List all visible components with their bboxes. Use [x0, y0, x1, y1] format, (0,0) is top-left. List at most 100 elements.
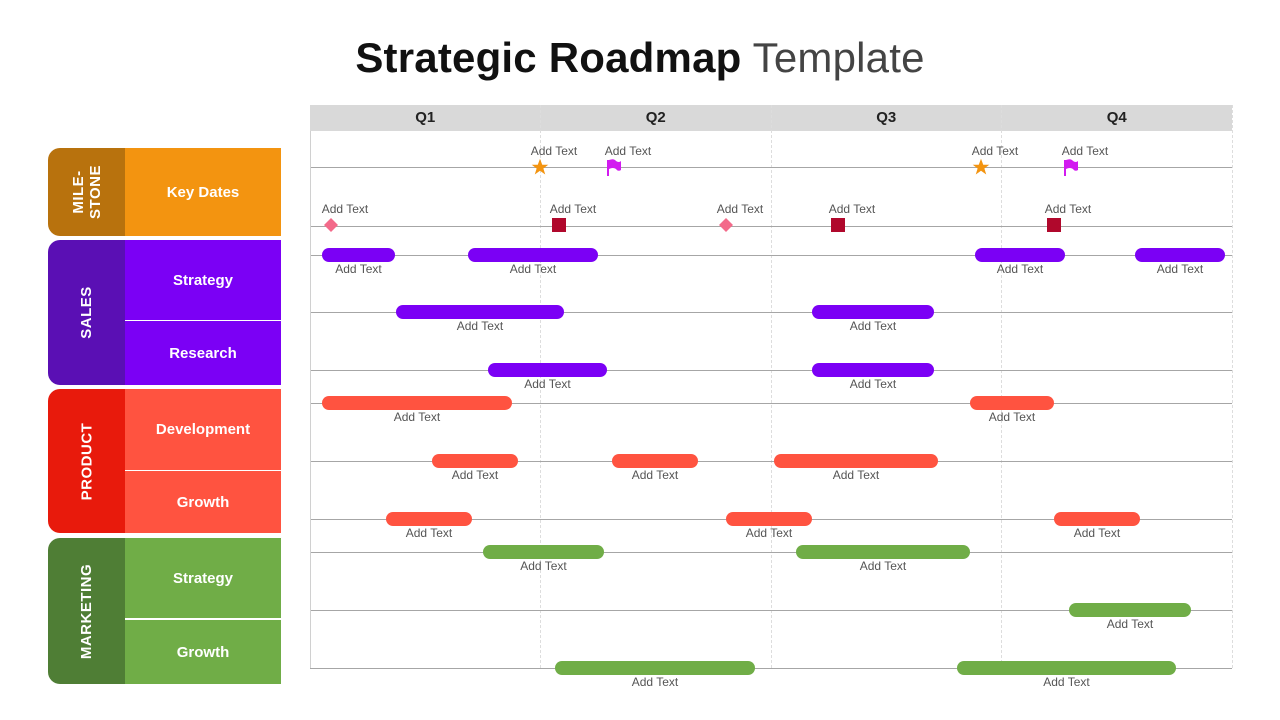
bar-label[interactable]: Add Text: [631, 468, 679, 482]
row-line: [310, 226, 1232, 227]
quarter-q2: Q2: [645, 109, 666, 126]
category-product: PRODUCT: [48, 389, 125, 533]
marketing-timeline-bar[interactable]: [796, 545, 970, 559]
page-title: Strategic Roadmap Template: [0, 34, 1280, 82]
marketing-timeline-bar[interactable]: [957, 661, 1176, 675]
category-milestone-label: MILE- STONE: [69, 165, 104, 219]
diamond-icon[interactable]: [719, 218, 733, 237]
row-line: [310, 167, 1232, 168]
bar-label[interactable]: Add Text: [1156, 262, 1204, 276]
row-line: [310, 403, 1232, 404]
product-timeline-bar[interactable]: [774, 454, 938, 468]
product-timeline-bar[interactable]: [432, 454, 518, 468]
row-line: [310, 461, 1232, 462]
milestone-label[interactable]: Add Text: [971, 144, 1019, 158]
milestone-label[interactable]: Add Text: [604, 144, 652, 158]
milestone-label[interactable]: Add Text: [1044, 202, 1092, 216]
marketing-timeline-bar[interactable]: [1069, 603, 1191, 617]
row-label: Growth: [176, 493, 230, 511]
milestone-label[interactable]: Add Text: [530, 144, 578, 158]
row-line: [310, 668, 1232, 669]
marketing-timeline-bar[interactable]: [483, 545, 604, 559]
sales-timeline-bar[interactable]: [468, 248, 598, 262]
product-timeline-bar[interactable]: [386, 512, 472, 526]
milestone-label[interactable]: Add Text: [549, 202, 597, 216]
flag-icon[interactable]: [606, 159, 622, 182]
bar-label[interactable]: Add Text: [631, 675, 679, 689]
row-marketing-strategy: Strategy: [125, 538, 281, 618]
sales-timeline-bar[interactable]: [812, 363, 934, 377]
bar-label[interactable]: Add Text: [988, 410, 1036, 424]
row-line: [310, 312, 1232, 313]
sales-timeline-bar[interactable]: [1135, 248, 1225, 262]
quarter-q1: Q1: [415, 109, 436, 126]
category-milestone: MILE- STONE: [48, 148, 125, 236]
milestone-label[interactable]: Add Text: [1061, 144, 1109, 158]
title-light: Template: [752, 34, 925, 81]
milestone-label[interactable]: Add Text: [321, 202, 369, 216]
bar-label[interactable]: Add Text: [1073, 526, 1121, 540]
category-marketing-label: MARKETING: [78, 563, 96, 659]
bar-label[interactable]: Add Text: [520, 559, 567, 573]
row-line: [310, 552, 1232, 553]
sales-timeline-bar[interactable]: [975, 248, 1065, 262]
bar-label[interactable]: Add Text: [849, 377, 897, 391]
row-key-dates: Key Dates: [125, 148, 281, 236]
quarter-divider: [771, 105, 772, 668]
timeline-left-border: [310, 131, 311, 668]
category-product-label: PRODUCT: [78, 422, 96, 500]
sales-timeline-bar[interactable]: [488, 363, 607, 377]
row-label: Research: [169, 344, 237, 362]
bar-label[interactable]: Add Text: [393, 410, 441, 424]
row-product-growth: Growth: [125, 471, 281, 533]
bar-label[interactable]: Add Text: [996, 262, 1044, 276]
bar-label[interactable]: Add Text: [509, 262, 557, 276]
category-sales-label: SALES: [77, 286, 95, 339]
product-timeline-bar[interactable]: [970, 396, 1054, 410]
bar-label[interactable]: Add Text: [1043, 675, 1090, 689]
row-label: Key Dates: [166, 183, 240, 201]
category-marketing: MARKETING: [48, 538, 125, 684]
row-label: Development: [155, 421, 251, 438]
row-marketing-growth: Growth: [125, 620, 281, 684]
bar-label[interactable]: Add Text: [524, 377, 571, 391]
quarter-divider: [1001, 105, 1002, 668]
product-timeline-bar[interactable]: [1054, 512, 1140, 526]
product-timeline-bar[interactable]: [612, 454, 698, 468]
bar-label[interactable]: Add Text: [849, 319, 897, 333]
flag-icon[interactable]: [1063, 159, 1079, 182]
row-label: Strategy: [172, 569, 234, 587]
star-icon[interactable]: [972, 158, 990, 181]
bar-label[interactable]: Add Text: [832, 468, 880, 482]
row-line: [310, 255, 1232, 256]
sales-timeline-bar[interactable]: [322, 248, 395, 262]
milestone-label[interactable]: Add Text: [716, 202, 764, 216]
product-timeline-bar[interactable]: [726, 512, 812, 526]
marketing-timeline-bar[interactable]: [555, 661, 755, 675]
row-line: [310, 370, 1232, 371]
sales-timeline-bar[interactable]: [396, 305, 564, 319]
bar-label[interactable]: Add Text: [405, 526, 453, 540]
row-label: Strategy: [172, 271, 234, 289]
bar-label[interactable]: Add Text: [745, 526, 793, 540]
bar-label[interactable]: Add Text: [1106, 617, 1154, 631]
square-icon[interactable]: [831, 218, 845, 237]
milestone-label[interactable]: Add Text: [828, 202, 876, 216]
square-icon[interactable]: [1047, 218, 1061, 237]
category-sales: SALES: [48, 240, 125, 385]
bar-label[interactable]: Add Text: [451, 468, 499, 482]
star-icon[interactable]: [531, 158, 549, 181]
quarter-q4: Q4: [1106, 109, 1127, 126]
diamond-icon[interactable]: [324, 218, 338, 237]
sales-timeline-bar[interactable]: [812, 305, 934, 319]
bar-label[interactable]: Add Text: [456, 319, 504, 333]
quarter-divider: [540, 105, 541, 668]
row-sales-strategy: Strategy: [125, 240, 281, 320]
quarter-divider: [1232, 105, 1233, 668]
product-timeline-bar[interactable]: [322, 396, 512, 410]
square-icon[interactable]: [552, 218, 566, 237]
title-bold: Strategic Roadmap: [355, 34, 742, 81]
bar-label[interactable]: Add Text: [859, 559, 907, 573]
row-label: Growth: [176, 643, 230, 661]
bar-label[interactable]: Add Text: [335, 262, 382, 276]
